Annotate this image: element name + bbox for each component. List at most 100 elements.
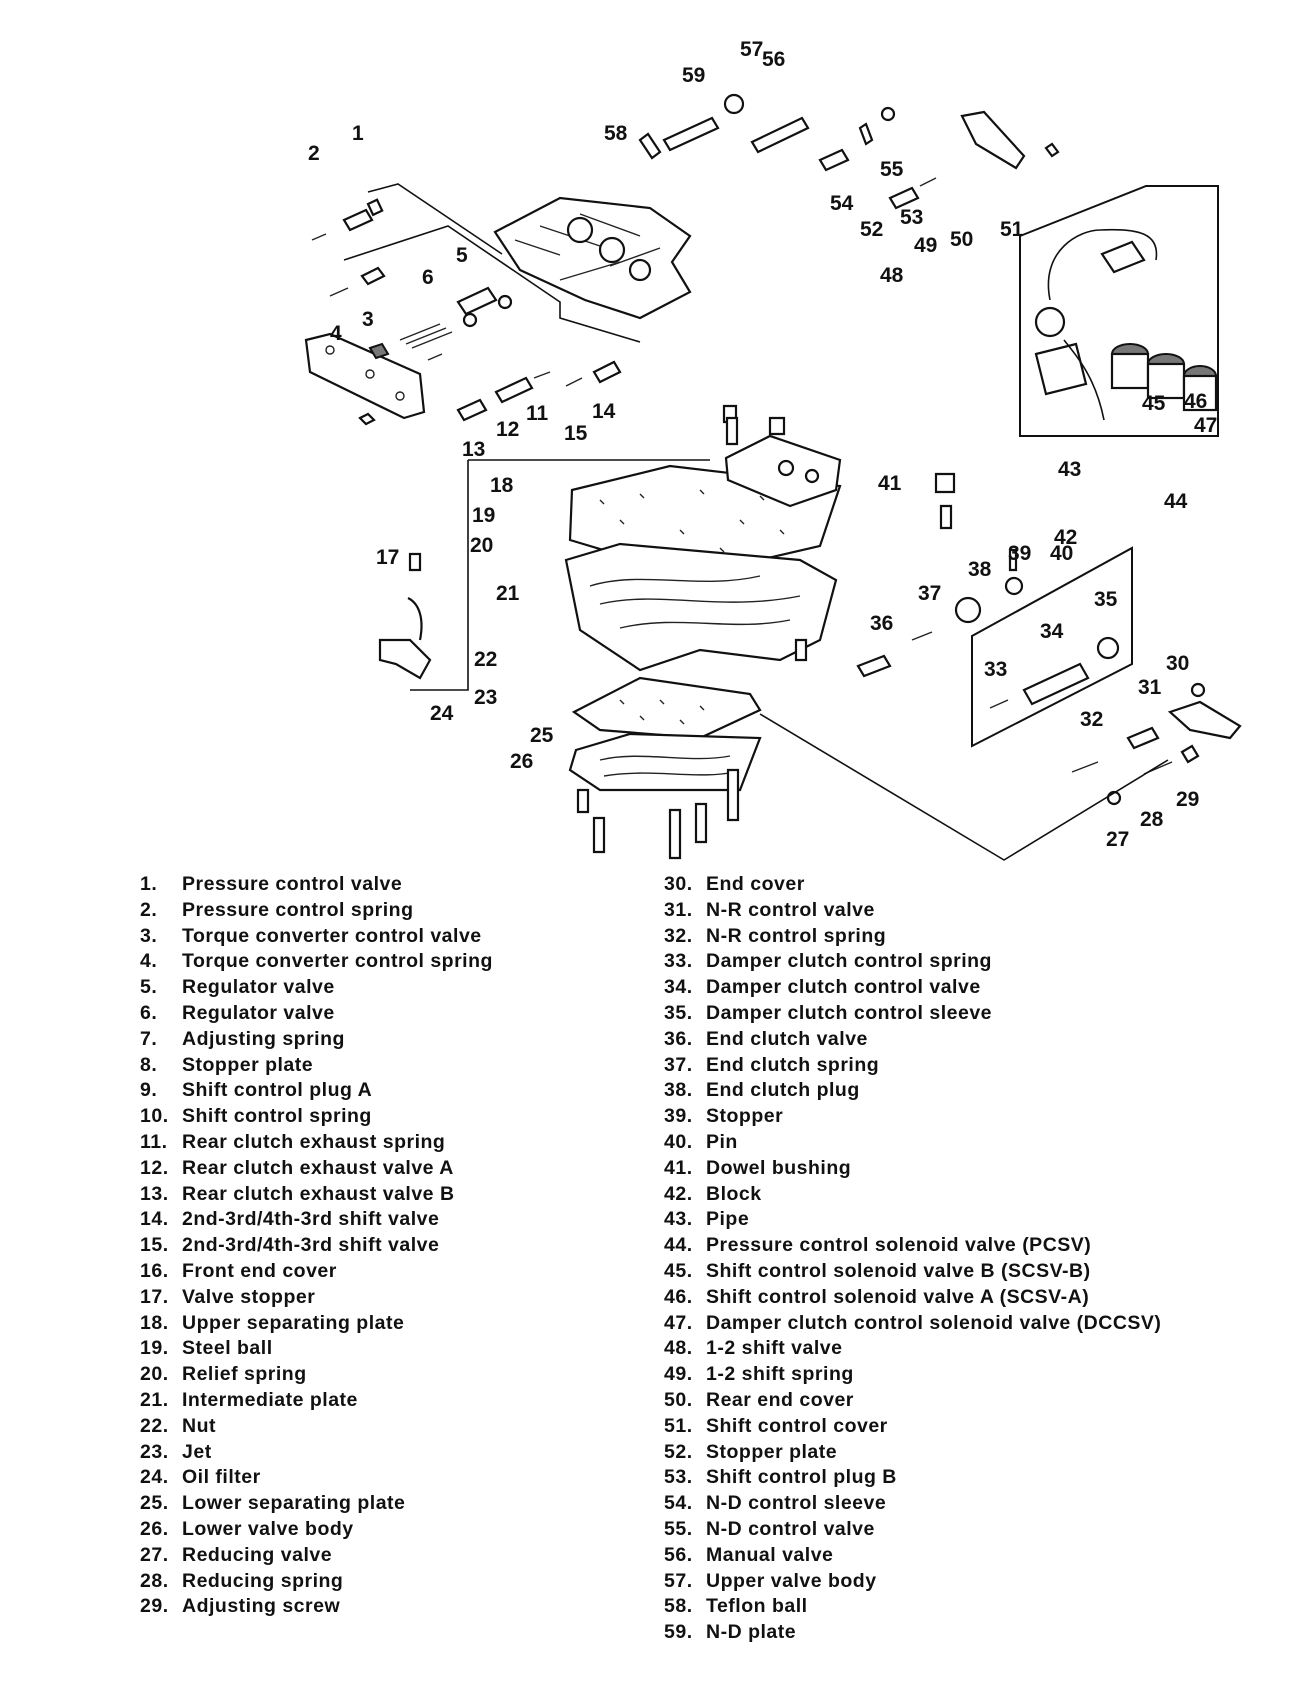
legend-item-label: Rear end cover [706, 1388, 854, 1411]
callout-label: 52 [860, 218, 883, 241]
callout-labels: 1234561112131415171819202122232425262728… [308, 38, 1217, 851]
callout-label: 4 [330, 322, 342, 345]
block [722, 404, 842, 508]
legend-item: 6. Regulator valve [140, 1001, 640, 1027]
legend-item: 31.N-R control valve [664, 898, 1224, 924]
legend-item-label: Steel ball [182, 1337, 273, 1360]
legend-item-label: 2nd-3rd/4th-3rd shift valve [182, 1208, 440, 1231]
callout-label: 25 [530, 724, 554, 747]
legend-item-label: Adjusting spring [182, 1027, 345, 1050]
legend-item-number: 33. [664, 950, 693, 973]
legend-item: 54.N-D control sleeve [664, 1491, 1224, 1517]
legend-item-number: 51. [664, 1414, 693, 1437]
callout-label: 38 [968, 558, 992, 581]
legend-item: 38.End clutch plug [664, 1078, 1224, 1104]
legend-item-label: Intermediate plate [182, 1388, 358, 1411]
callout-label: 27 [1106, 828, 1129, 851]
legend-item-number: 44. [664, 1234, 693, 1257]
legend-item: 44. Pressure control solenoid valve (PCSV… [664, 1233, 1224, 1259]
legend-item-label: Upper valve body [706, 1569, 877, 1592]
legend-item-number: 31. [664, 898, 693, 921]
legend-item: 45.Shift control solenoid valve B (SCSV-… [664, 1259, 1224, 1285]
legend-item-label: Damper clutch control sleeve [706, 1001, 993, 1024]
callout-label: 35 [1094, 588, 1118, 611]
legend-item-number: 41. [664, 1156, 693, 1179]
callout-label: 53 [900, 206, 923, 229]
legend-item-number: 5. [140, 976, 158, 999]
legend-item: 1.Pressure control valve [140, 872, 640, 898]
legend-item-number: 22. [140, 1414, 169, 1437]
legend-item: 30.End cover [664, 872, 1224, 898]
legend-item: 41. Dowel bushing [664, 1156, 1224, 1182]
upper-left-valves [311, 198, 622, 422]
legend-item-number: 4. [140, 950, 158, 973]
legend-item-label: Shift control plug A [182, 1079, 373, 1102]
legend-item-label: Pressure control solenoid valve (PCSV) [706, 1234, 1092, 1257]
legend-item-label: Dowel bushing [706, 1156, 852, 1179]
legend-item-label: End cover [706, 873, 805, 895]
legend-item: 24.Oil filter [140, 1465, 640, 1491]
legend-item: 22.Nut [140, 1414, 640, 1440]
legend-item: 5.Regulator valve [140, 975, 640, 1001]
legend-item: 34.Damper clutch control valve [664, 975, 1224, 1001]
legend-item-label: Reducing spring [182, 1569, 344, 1592]
legend-item-label: Stopper plate [706, 1440, 838, 1463]
legend-item-label: Reducing valve [182, 1543, 333, 1566]
legend-item-label: Stopper plate [182, 1053, 314, 1076]
legend-item-label: N-D control sleeve [706, 1492, 887, 1515]
solenoid-group [1019, 185, 1219, 437]
legend-item: 7.Adjusting spring [140, 1027, 640, 1053]
legend-item-label: Pipe [706, 1208, 750, 1231]
legend-item: 37.End clutch spring [664, 1053, 1224, 1079]
legend-item-number: 6. [140, 1001, 158, 1024]
legend-item-label: N-D control valve [706, 1517, 875, 1540]
callout-label: 50 [950, 228, 973, 251]
legend-item: 11.Rear clutch exhaust spring [140, 1130, 640, 1156]
legend-item: 52. Stopper plate [664, 1440, 1224, 1466]
legend-item-label: Shift control plug B [706, 1466, 897, 1489]
legend-item-label: Torque converter control valve [182, 924, 482, 947]
legend-item: 29.Adjusting screw [140, 1594, 640, 1620]
callout-label: 43 [1058, 458, 1081, 481]
callout-label: 30 [1166, 652, 1189, 675]
legend-item: 3.Torque converter control valve [140, 924, 640, 950]
callout-label: 3 [362, 308, 374, 331]
callout-label: 21 [496, 582, 520, 605]
callout-label: 32 [1080, 708, 1103, 731]
callout-label: 2 [308, 142, 320, 165]
legend-item: 20.Relief spring [140, 1362, 640, 1388]
legend-item-label: Relief spring [182, 1363, 307, 1386]
legend-item-number: 52. [664, 1440, 693, 1463]
valve-body-exploded-diagram: 1234561112131415171819202122232425262728… [304, 38, 1242, 861]
legend-item-label: Block [706, 1182, 762, 1205]
legend-item: 59.N-D plate [664, 1620, 1224, 1646]
legend-item: 55.N-D control valve [664, 1517, 1224, 1543]
legend-item-number: 23. [140, 1440, 169, 1463]
legend-item-number: 10. [140, 1105, 169, 1128]
legend-item-label: End clutch plug [706, 1079, 860, 1102]
legend-item-label: Pin [706, 1130, 738, 1153]
legend-item-number: 1. [140, 873, 158, 895]
legend-item-label: Rear clutch exhaust spring [182, 1130, 446, 1153]
callout-label: 13 [462, 438, 485, 461]
legend-item-label: Lower separating plate [182, 1492, 406, 1515]
callout-label: 15 [564, 422, 588, 445]
legend-item-number: 27. [140, 1543, 169, 1566]
callout-label: 57 [740, 38, 763, 61]
legend-item-label: Adjusting screw [182, 1595, 341, 1618]
bolts [408, 416, 953, 860]
legend-item-label: End clutch valve [706, 1027, 868, 1050]
callout-label: 42 [1054, 526, 1077, 549]
legend-item-label: Manual valve [706, 1543, 834, 1566]
legend-item-number: 43. [664, 1208, 693, 1231]
callout-label: 58 [604, 122, 628, 145]
legend-item-number: 50. [664, 1388, 693, 1411]
legend-item: 32.N-R control spring [664, 924, 1224, 950]
legend-item-label: Regulator valve [182, 1001, 335, 1024]
legend-item: 21.Intermediate plate [140, 1388, 640, 1414]
oil-filter-and-lower-plates [568, 676, 762, 792]
legend-item-label: Shift control cover [706, 1414, 888, 1437]
callout-label: 20 [470, 534, 493, 557]
